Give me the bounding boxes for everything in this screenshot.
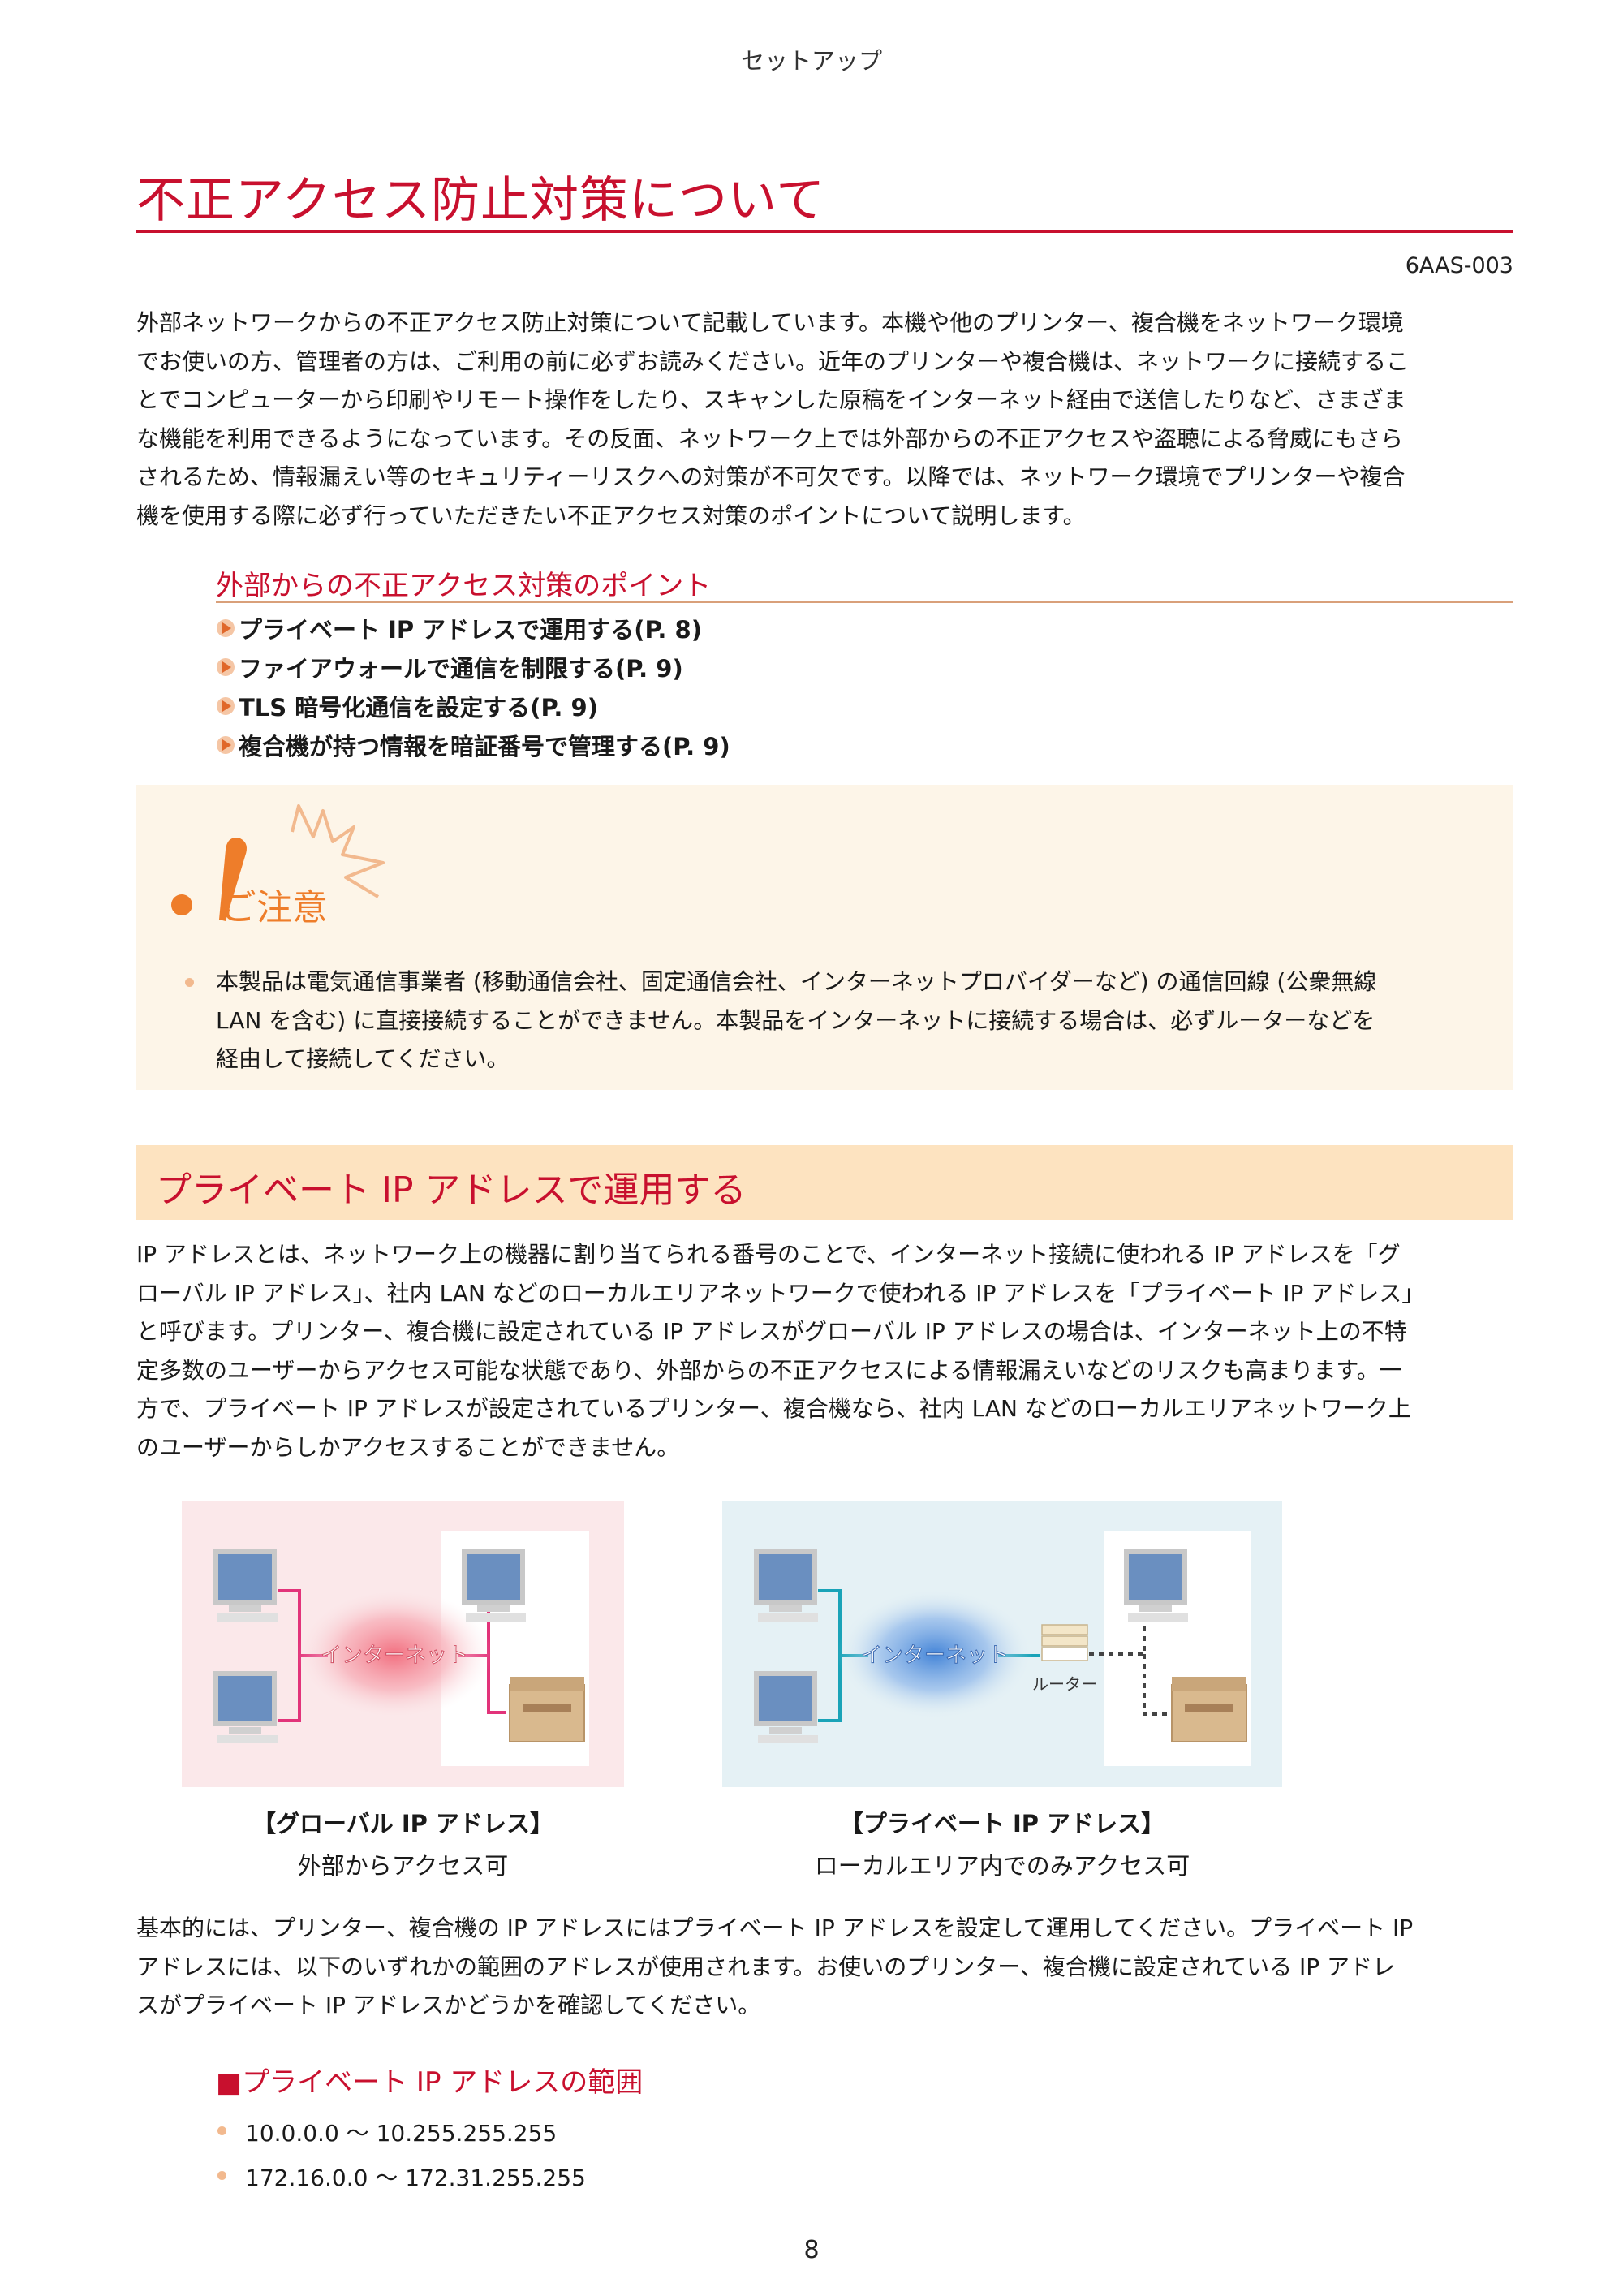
caption-title: 【グローバル IP アドレス】: [252, 1810, 553, 1837]
router-icon: [1041, 1624, 1088, 1661]
section-heading-band: [136, 1145, 1513, 1220]
computer-icon: [213, 1549, 278, 1622]
points-heading: 外部からの不正アクセス対策のポイント: [216, 570, 712, 602]
arrow-right-icon: [217, 736, 235, 754]
private-ip-diagram: インターネット ルーター: [722, 1501, 1282, 1787]
global-ip-caption: 【グローバル IP アドレス】 外部からアクセス可: [182, 1805, 624, 1881]
range-item: 10.0.0.0 〜 10.255.255.255: [217, 2116, 557, 2148]
intro-line: な機能を利用できるようになっています。その反面、ネットワーク上では外部からの不正…: [136, 424, 1404, 452]
cloud-label: インターネット: [861, 1643, 1009, 1668]
points-link-list: プライベート IP アドレスで運用する(P. 8) ファイアウォールで通信を制限…: [216, 609, 730, 765]
document-id: 6AAS-003: [1405, 253, 1513, 278]
intro-line: 機を使用する際に必ず行っていただきたい不正アクセス対策のポイントについて説明しま…: [136, 502, 1086, 529]
intro-line: されるため、情報漏えい等のセキュリティーリスクへの対策が不可欠です。以降では、ネ…: [136, 463, 1406, 490]
link-label: ファイアウォールで通信を制限する(P. 9): [239, 655, 683, 683]
bullet-dot: [185, 978, 194, 987]
computer-icon: [462, 1549, 526, 1622]
global-ip-diagram: インターネット: [182, 1501, 624, 1787]
caution-line: LAN を含む) に直接接続することができません。本製品をインターネットに接続す…: [216, 1006, 1375, 1034]
caption-sub: ローカルエリア内でのみアクセス可: [814, 1852, 1190, 1880]
section2-line: 方で、プライベート IP アドレスが設定されているプリンター、複合機なら、社内 …: [136, 1395, 1411, 1422]
section2-line: IP アドレスとは、ネットワーク上の機器に割り当てられる番号のことで、インターネ…: [136, 1241, 1401, 1268]
arrow-right-icon: [217, 658, 235, 676]
caution-item: 本製品は電気通信事業者 (移動通信会社、固定通信会社、インターネットプロバイダー…: [185, 963, 1483, 1079]
section2-paragraph: IP アドレスとは、ネットワーク上の機器に割り当てられる番号のことで、インターネ…: [136, 1235, 1513, 1467]
section-label: セットアップ: [740, 47, 882, 75]
section2-line: と呼びます。プリンター、複合機に設定されている IP アドレスがグローバル IP…: [136, 1318, 1407, 1345]
bullet-dot: [217, 2126, 226, 2135]
link-pin[interactable]: 複合機が持つ情報を暗証番号で管理する(P. 9): [216, 726, 730, 765]
range-value: 172.16.0.0 〜 172.31.255.255: [245, 2165, 586, 2191]
title-rule: [136, 230, 1513, 233]
range-value: 10.0.0.0 〜 10.255.255.255: [245, 2120, 558, 2147]
arrow-right-icon: [217, 697, 235, 715]
link-label: TLS 暗号化通信を設定する(P. 9): [239, 694, 598, 722]
intro-paragraph: 外部ネットワークからの不正アクセス防止対策について記載しています。本機や他のプリ…: [136, 304, 1513, 535]
range-item: 172.16.0.0 〜 172.31.255.255: [217, 2160, 586, 2193]
router-label: ルーター: [1032, 1674, 1097, 1694]
caution-exclamation-icon: [171, 804, 385, 921]
section2-line: ローバル IP アドレス」、社内 LAN などのローカルエリアネットワークで使わ…: [136, 1279, 1425, 1307]
private-ip-caption: 【プライベート IP アドレス】 ローカルエリア内でのみアクセス可: [722, 1805, 1282, 1881]
section3-line: 基本的には、プリンター、複合機の IP アドレスにはプライベート IP アドレス…: [136, 1915, 1414, 1941]
computer-icon: [754, 1671, 818, 1743]
link-tls[interactable]: TLS 暗号化通信を設定する(P. 9): [216, 687, 730, 726]
page-title: 不正アクセス防止対策について: [136, 172, 826, 229]
link-label: 複合機が持つ情報を暗証番号で管理する(P. 9): [239, 733, 730, 760]
section2-line: 定多数のユーザーからアクセス可能な状態であり、外部からの不正アクセスによる情報漏…: [136, 1356, 1402, 1384]
section3-line: スがプライベート IP アドレスかどうかを確認してください。: [136, 1992, 761, 2018]
caption-sub: 外部からアクセス可: [297, 1852, 509, 1880]
computer-icon: [1124, 1549, 1188, 1622]
caption-title: 【プライベート IP アドレス】: [839, 1810, 1165, 1837]
section3-paragraph: 基本的には、プリンター、複合機の IP アドレスにはプライベート IP アドレス…: [136, 1909, 1513, 2025]
link-private-ip[interactable]: プライベート IP アドレスで運用する(P. 8): [216, 609, 730, 648]
section-heading: プライベート IP アドレスで運用する: [156, 1170, 747, 1211]
arrow-right-icon: [217, 619, 235, 637]
range-heading: ■プライベート IP アドレスの範囲: [216, 2066, 644, 2099]
intro-line: 外部ネットワークからの不正アクセス防止対策について記載しています。本機や他のプリ…: [136, 309, 1404, 336]
cloud-label: インターネット: [321, 1643, 468, 1668]
printer-icon: [509, 1677, 585, 1742]
section2-line: のユーザーからしかアクセスすることができません。: [136, 1433, 680, 1461]
caution-label: ご注意: [221, 887, 328, 928]
link-firewall[interactable]: ファイアウォールで通信を制限する(P. 9): [216, 648, 730, 687]
section3-line: アドレスには、以下のいずれかの範囲のアドレスが使用されます。お使いのプリンター、…: [136, 1953, 1396, 1980]
bullet-dot: [217, 2171, 226, 2180]
printer-icon: [1171, 1677, 1247, 1742]
caution-line: 経由して接続してください。: [216, 1045, 510, 1072]
link-label: プライベート IP アドレスで運用する(P. 8): [239, 616, 702, 644]
points-rule: [216, 601, 1513, 603]
computer-icon: [213, 1671, 278, 1743]
caution-line: 本製品は電気通信事業者 (移動通信会社、固定通信会社、インターネットプロバイダー…: [216, 968, 1377, 995]
intro-line: でお使いの方、管理者の方は、ご利用の前に必ずお読みください。近年のプリンターや複…: [136, 347, 1410, 375]
intro-line: とでコンピューターから印刷やリモート操作をしたり、スキャンした原稿をインターネッ…: [136, 386, 1406, 413]
page-number: 8: [803, 2236, 820, 2264]
caution-box: [136, 785, 1513, 1090]
computer-icon: [754, 1549, 818, 1622]
